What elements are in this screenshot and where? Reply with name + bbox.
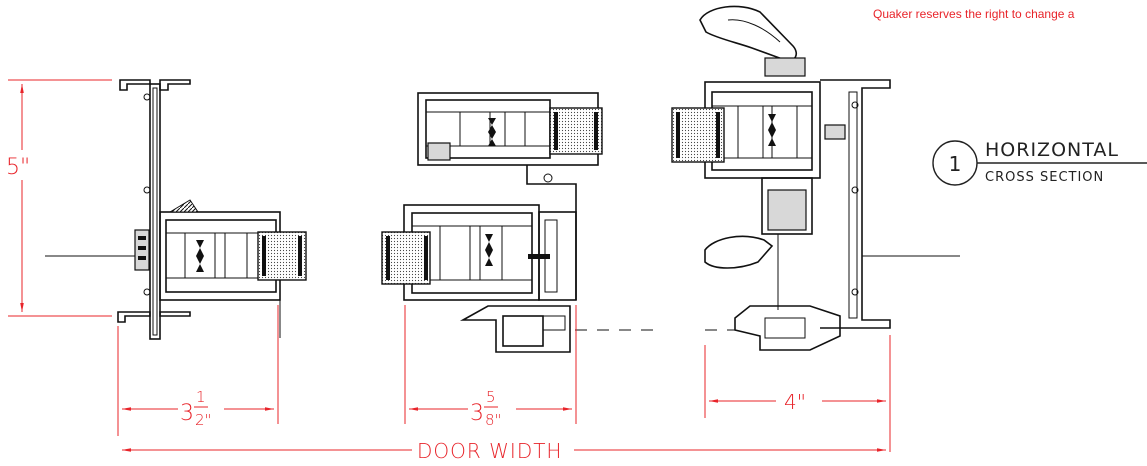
left-frame-profile [45,79,307,340]
right-width-label: 4" [784,390,806,414]
section-key-subtitle: CROSS SECTION [985,170,1104,185]
section-key: 1 HORIZONTAL CROSS SECTION [932,139,1147,186]
right-handle-profile [671,5,960,351]
center-meeting-profile [381,92,660,353]
disclaimer-note: Quaker reserves the right to change a [873,7,1075,21]
section-key-number: 1 [949,152,962,176]
center-width-denominator: 8" [485,411,501,429]
center-width-numerator: 5 [486,388,496,406]
left-width-whole: 3 [180,401,194,426]
door-width-label: DOOR WIDTH [417,439,562,463]
height-dimension-label: 5" [6,155,30,180]
dimension-lines [8,79,891,452]
section-key-title: HORIZONTAL [985,139,1119,161]
left-width-numerator: 1 [196,388,206,406]
center-width-whole: 3 [470,401,484,426]
left-width-denominator: 2" [195,411,211,429]
